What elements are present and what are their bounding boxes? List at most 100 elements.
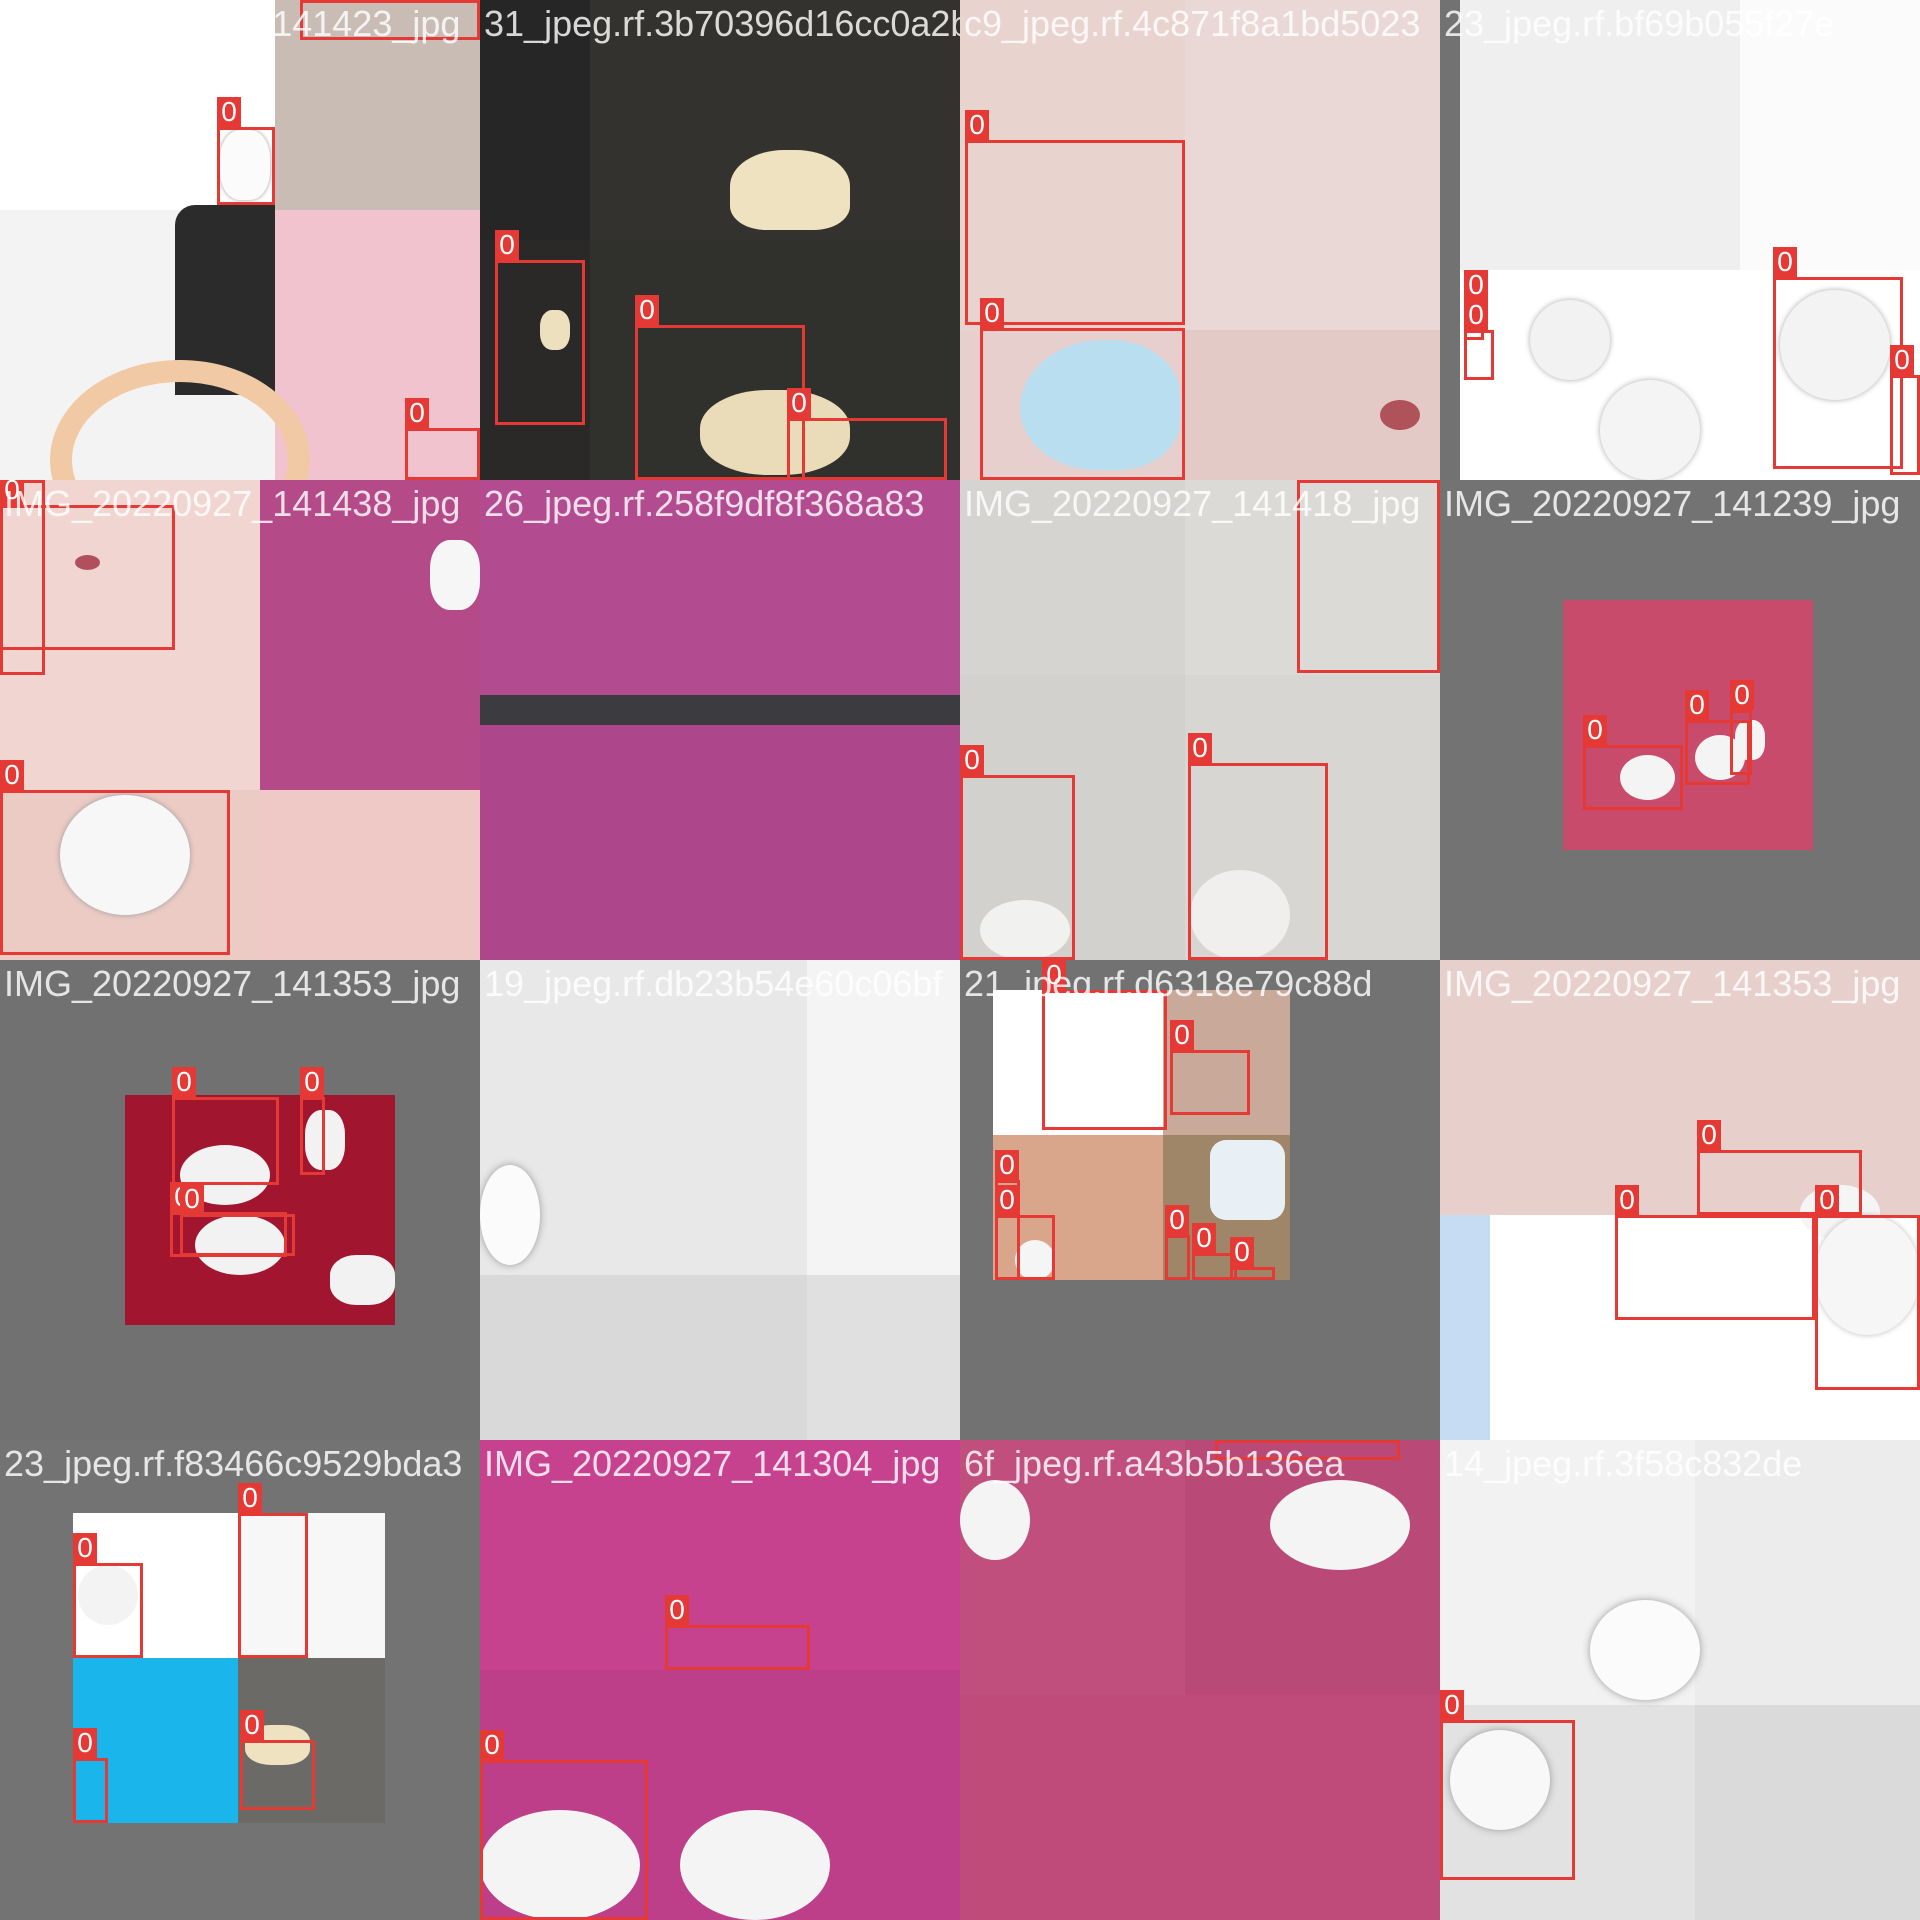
detection-box: 0	[1192, 1223, 1237, 1280]
earbud-shape	[480, 1810, 640, 1920]
mosaic-tile: 0 0 IMG_20220927_141304_jpg	[480, 1440, 960, 1920]
detection-box: 0	[995, 1185, 1055, 1280]
mosaic-tile: 0 6f_jpeg.rf.a43b5b136ea	[960, 1440, 1440, 1920]
earbud-shape	[1600, 380, 1700, 480]
earbud-shape	[1020, 340, 1180, 470]
photo-quadrant	[960, 0, 1185, 330]
class-label: 0	[73, 1533, 97, 1563]
class-label: 0	[1170, 1020, 1194, 1050]
class-label: 0	[1583, 715, 1607, 745]
skin-blemish	[75, 555, 100, 570]
photo-quadrant	[1695, 1705, 1920, 1920]
detection-box: 0	[787, 388, 947, 480]
class-label: 0	[635, 295, 659, 325]
photo-quadrant	[480, 1275, 807, 1440]
class-label: 0	[0, 760, 24, 790]
class-label: 0	[238, 1483, 262, 1513]
earbud-shape	[480, 1165, 540, 1265]
photo-quadrant	[260, 790, 480, 960]
mosaic-tile: 0 0 0 IMG_20220927_141438_jpg	[0, 480, 480, 960]
photo-quadrant	[1460, 0, 1740, 270]
detection-box: 0	[1170, 1020, 1250, 1115]
detection-box: 0	[480, 1730, 648, 1920]
class-label: 0	[180, 1184, 204, 1214]
earbud-shape	[195, 1215, 285, 1275]
earbud-shape	[960, 1480, 1030, 1560]
detection-box: 0	[240, 1710, 315, 1810]
detection-box: 0	[300, 1067, 325, 1175]
detection-box: 0	[1215, 1440, 1400, 1460]
class-label: 0	[965, 110, 989, 140]
earbud-shape	[730, 150, 850, 230]
tile-title: IMG_20220927_141239_jpg	[1444, 483, 1901, 524]
class-label: 0	[1192, 1223, 1216, 1253]
photo-quadrant	[1440, 0, 1460, 480]
tile-title: 23_jpeg.rf.f83466c9529bda3	[4, 1443, 463, 1484]
detection-box: 0	[1730, 680, 1754, 775]
earbud-shape	[1780, 290, 1890, 400]
photo-quadrant	[480, 240, 590, 480]
detection-box: 0	[0, 760, 230, 955]
mosaic-tile: 0 0 0 0 23_jpeg.rf.bf69b055f27e	[1440, 0, 1920, 480]
class-label: 0	[1042, 960, 1066, 990]
detection-box: 0	[180, 1184, 295, 1256]
class-label: 0	[665, 1595, 689, 1625]
detection-box: 0	[172, 1067, 279, 1185]
photo-quadrant	[807, 960, 960, 1275]
class-label: 0	[172, 1067, 196, 1097]
detection-box: 0	[73, 1728, 108, 1823]
earbud-shape	[305, 1110, 345, 1170]
detection-box: 0	[980, 298, 1185, 480]
photo-quadrant	[1440, 960, 1920, 1215]
class-label: 0	[240, 1710, 264, 1740]
mosaic-tile: 0 14_jpeg.rf.3f58c832de	[1440, 1440, 1920, 1920]
photo-quadrant	[960, 480, 1185, 675]
earbud-shape	[1815, 1215, 1920, 1335]
photo-quadrant	[480, 0, 590, 240]
earbud-shape	[78, 1565, 138, 1625]
class-label: 0	[1890, 345, 1914, 375]
detection-box: 0	[1615, 1185, 1815, 1320]
class-label: 0	[1730, 680, 1754, 710]
earbud-shape	[980, 900, 1070, 960]
earbud-shape	[1590, 1600, 1700, 1700]
class-label: 0	[480, 1730, 504, 1760]
mosaic-tile: 26_jpeg.rf.258f9df8f368a83	[480, 480, 960, 960]
class-label: 0	[1165, 1205, 1189, 1235]
mosaic-tile: 0 0 0 0 0 0 0 21_jpeg.rf.d6318e79c88d	[960, 960, 1440, 1440]
earbud-shape	[540, 310, 570, 350]
earbud-shape	[1620, 755, 1675, 800]
class-label: 0	[1697, 1120, 1721, 1150]
earbud-shape	[680, 1810, 830, 1920]
detection-box: 0	[1773, 247, 1903, 469]
class-label: 0	[995, 1185, 1019, 1215]
class-label: 0	[73, 1728, 97, 1758]
class-label: 0	[787, 388, 811, 418]
mosaic-tile: 0 0 0 IMG_20220927_141353_jpg	[1440, 960, 1920, 1440]
photo-quadrant	[275, 0, 480, 210]
detection-box: 0	[1440, 1690, 1575, 1880]
class-label: 0	[495, 230, 519, 260]
class-label: 0	[980, 298, 1004, 328]
photo-quadrant	[480, 480, 960, 695]
detection-box: 0	[665, 1595, 810, 1670]
earbud-shape	[1015, 1240, 1055, 1280]
earbud-shape	[1450, 1730, 1550, 1830]
photo-quadrant	[1185, 1440, 1440, 1695]
class-label: 0	[1685, 690, 1709, 720]
detection-box: 0	[1230, 1237, 1275, 1280]
detection-box: 0	[1297, 480, 1440, 673]
detection-box: 0	[1042, 960, 1167, 1130]
photo-quadrant	[960, 1440, 1185, 1695]
detection-box: 0	[965, 110, 1185, 325]
photo-quadrant	[1695, 1440, 1920, 1705]
mosaic-tile: 0 0 0 IMG_20220927_141418_jpg	[960, 480, 1440, 960]
detection-box: 0	[0, 480, 175, 650]
mosaic-tile: 0 0 0 0 23_jpeg.rf.f83466c9529bda3	[0, 1440, 480, 1920]
class-label: 0	[1773, 247, 1797, 277]
mosaic-tile: 0 0 0 IMG_20220927_141423_jpg	[0, 0, 480, 480]
photo-quadrant	[1185, 0, 1440, 330]
class-label: 0	[217, 97, 241, 127]
photo-quadrant	[993, 990, 1163, 1135]
